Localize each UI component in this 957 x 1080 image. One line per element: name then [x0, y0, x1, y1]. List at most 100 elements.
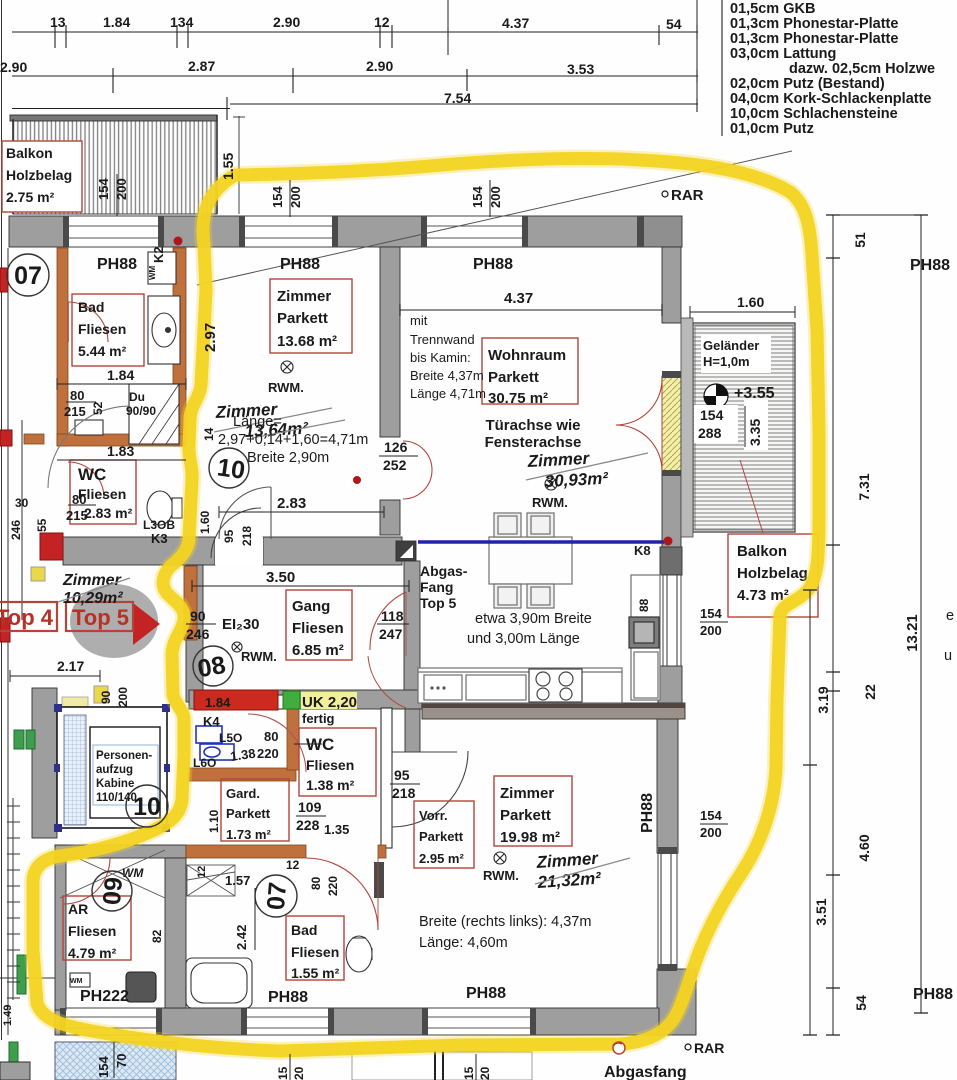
svg-text:246: 246 [9, 520, 23, 540]
svg-text:2.83 m²: 2.83 m² [84, 505, 133, 521]
svg-text:13: 13 [50, 14, 66, 30]
svg-text:30.75 m²: 30.75 m² [488, 390, 548, 407]
svg-text:L5O: L5O [219, 731, 242, 745]
svg-text:3.19: 3.19 [815, 686, 831, 713]
svg-text:88: 88 [637, 598, 651, 612]
svg-text:4.37: 4.37 [502, 15, 529, 31]
svg-text:2,97+0,14+1,60=4,71m: 2,97+0,14+1,60=4,71m [218, 432, 368, 448]
svg-text:Geländer: Geländer [703, 338, 759, 353]
svg-text:PH88: PH88 [466, 985, 506, 1002]
svg-text:90/90: 90/90 [126, 404, 156, 418]
svg-text:21,32m²: 21,32m² [536, 869, 603, 893]
svg-text:PH222: PH222 [80, 988, 129, 1005]
svg-text:Fliesen: Fliesen [78, 321, 126, 337]
svg-text:20: 20 [292, 1066, 306, 1080]
svg-text:09: 09 [98, 876, 128, 906]
svg-text:Türachse wie: Türachse wie [485, 417, 580, 434]
svg-text:Balkon: Balkon [6, 145, 53, 161]
svg-text:K8: K8 [634, 543, 651, 558]
svg-text:Zimmer: Zimmer [535, 849, 600, 872]
svg-text:10: 10 [215, 453, 246, 485]
svg-text:Top 5: Top 5 [420, 595, 457, 611]
svg-text:154: 154 [470, 186, 485, 208]
svg-text:K2: K2 [151, 246, 166, 263]
svg-text:1.35: 1.35 [324, 822, 349, 837]
svg-text:Top 5: Top 5 [72, 605, 129, 630]
svg-text:03,0cm Lattung: 03,0cm Lattung [730, 46, 836, 62]
svg-text:aufzug: aufzug [96, 764, 133, 776]
svg-text:dazw. 02,5cm Holzwe: dazw. 02,5cm Holzwe [789, 61, 935, 77]
svg-text:15: 15 [462, 1066, 476, 1080]
svg-text:Holzbelag: Holzbelag [737, 565, 808, 582]
svg-text:Fliesen: Fliesen [291, 944, 339, 960]
svg-text:AR: AR [68, 901, 88, 917]
svg-text:Personen-: Personen- [96, 750, 152, 762]
svg-text:13.21: 13.21 [904, 614, 921, 652]
svg-text:Vorr.: Vorr. [419, 808, 448, 823]
svg-text:154: 154 [270, 186, 285, 208]
svg-text:Abgas-: Abgas- [420, 563, 468, 579]
svg-text:WM: WM [70, 978, 83, 985]
svg-text:2.90: 2.90 [366, 58, 393, 74]
svg-text:10,0cm Schlachensteine: 10,0cm Schlachensteine [730, 106, 898, 122]
svg-text:Breite (rechts links): 4,37m: Breite (rechts links): 4,37m [419, 914, 591, 930]
svg-text:02,0cm Putz (Bestand): 02,0cm Putz (Bestand) [730, 76, 885, 92]
svg-text:80: 80 [264, 729, 278, 744]
svg-text:7.31: 7.31 [856, 473, 872, 500]
svg-text:10: 10 [133, 793, 161, 821]
svg-text:2.87: 2.87 [188, 58, 215, 74]
svg-text:RWM.: RWM. [483, 868, 519, 883]
svg-text:Fliesen: Fliesen [68, 923, 116, 939]
svg-text:e: e [946, 608, 954, 624]
svg-text:Länge=: Länge= [233, 414, 282, 430]
svg-text:14: 14 [202, 427, 216, 441]
svg-text:01,0cm Putz: 01,0cm Putz [730, 121, 814, 137]
svg-text:2.75 m²: 2.75 m² [6, 189, 55, 205]
svg-text:etwa 3,90m Breite: etwa 3,90m Breite [475, 611, 592, 627]
svg-text:Fang: Fang [420, 579, 453, 595]
svg-text:13,64m²: 13,64m² [244, 419, 310, 441]
svg-text:1.73 m²: 1.73 m² [226, 827, 271, 842]
svg-text:RAR: RAR [671, 187, 704, 204]
svg-text:RAR: RAR [694, 1040, 724, 1056]
svg-text:Fensterachse: Fensterachse [485, 434, 582, 451]
svg-text:1.55 m²: 1.55 m² [291, 965, 340, 981]
svg-text:3.51: 3.51 [813, 898, 829, 925]
svg-text:6.85 m²: 6.85 m² [292, 642, 344, 659]
svg-text:1.38 m²: 1.38 m² [306, 777, 355, 793]
svg-text:Parkett: Parkett [226, 806, 271, 821]
svg-text:118: 118 [381, 608, 404, 624]
svg-text:und 3,00m Länge: und 3,00m Länge [467, 631, 580, 647]
svg-text:PH88: PH88 [473, 256, 513, 273]
svg-text:PH88: PH88 [280, 256, 320, 273]
svg-text:1.60: 1.60 [198, 510, 212, 534]
svg-text:154: 154 [96, 178, 111, 200]
svg-text:Länge 4,71m: Länge 4,71m [410, 386, 486, 401]
svg-text:13.68 m²: 13.68 m² [277, 333, 337, 350]
svg-text:RWM.: RWM. [532, 495, 568, 510]
svg-text:80: 80 [309, 876, 323, 890]
svg-text:10,29m²: 10,29m² [63, 590, 123, 607]
svg-text:5.44 m²: 5.44 m² [78, 343, 127, 359]
svg-text:1.57: 1.57 [225, 873, 250, 888]
svg-text:1.60: 1.60 [737, 294, 764, 310]
svg-text:1.49: 1.49 [2, 1005, 14, 1026]
svg-text:Fliesen: Fliesen [78, 486, 126, 502]
svg-text:7.54: 7.54 [444, 90, 471, 106]
svg-text:WC: WC [78, 465, 106, 484]
svg-text:Fliesen: Fliesen [306, 757, 354, 773]
svg-text:Bad: Bad [291, 922, 317, 938]
svg-text:134: 134 [170, 14, 194, 30]
svg-text:95: 95 [394, 767, 410, 783]
svg-text:08: 08 [195, 651, 227, 683]
svg-text:Zimmer: Zimmer [277, 288, 331, 305]
svg-text:mit: mit [410, 313, 428, 328]
svg-text:1.83: 1.83 [107, 443, 134, 459]
svg-text:Trennwand: Trennwand [410, 332, 475, 347]
svg-text:K4: K4 [203, 714, 220, 729]
svg-text:Zimmer: Zimmer [500, 785, 554, 802]
svg-text:154: 154 [700, 606, 722, 621]
svg-text:52: 52 [91, 401, 105, 415]
svg-text:3.53: 3.53 [567, 61, 594, 77]
svg-text:252: 252 [383, 457, 407, 473]
